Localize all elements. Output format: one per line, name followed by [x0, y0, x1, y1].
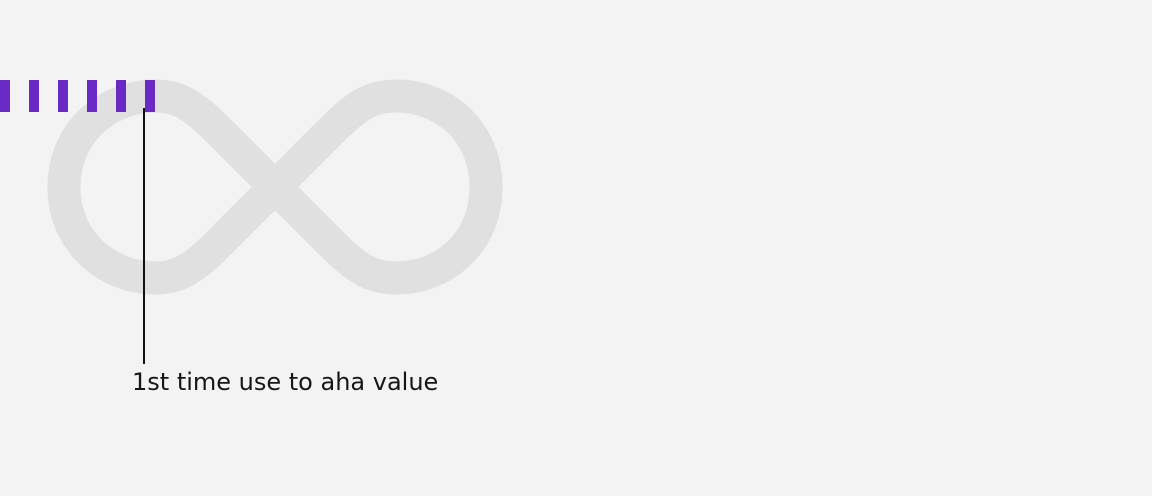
progress-stripe — [145, 80, 155, 112]
progress-stripe — [58, 80, 68, 112]
infinity-loop-icon — [47, 79, 503, 295]
callout-label: 1st time use to aha value — [132, 368, 439, 396]
progress-stripe — [0, 80, 10, 112]
progress-stripe — [29, 80, 39, 112]
progress-stripe — [116, 80, 126, 112]
callout-line — [143, 108, 145, 364]
progress-stripes — [0, 80, 155, 112]
progress-stripe — [87, 80, 97, 112]
